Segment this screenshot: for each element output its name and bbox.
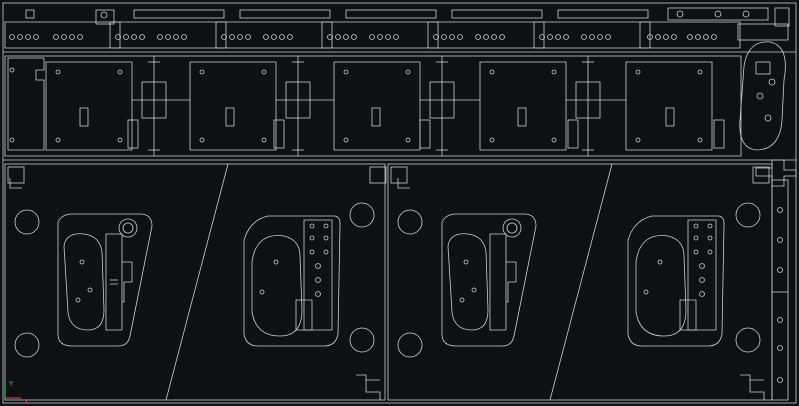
upper-row-parts [4,7,790,49]
ucs-axis-indicator: Y X [4,380,29,406]
y-axis-label: Y [8,380,14,388]
bracket-feature [737,23,789,41]
lower-panel-left [4,163,387,401]
tab-feature [239,9,331,19]
upper-hole-pattern [9,10,750,40]
middle-small-holes [9,67,703,143]
tab-feature [25,9,35,19]
middle-row-parts [7,56,725,156]
middle-part [45,61,133,151]
tab-feature [667,7,769,21]
tab-feature [133,9,225,19]
right-vertical-strip [755,159,797,401]
x-axis-label: X [24,398,29,406]
middle-part [7,57,45,151]
tab-feature [345,9,437,19]
middle-part [479,61,567,151]
tab-feature [451,9,543,19]
upper-part [639,21,741,49]
lower-panel-right [387,163,773,401]
middle-part [333,61,421,151]
bracket-feature [95,9,115,25]
middle-part [189,61,277,151]
middle-part [625,61,713,151]
curved-end-part [739,41,786,151]
tab-feature [557,9,649,19]
tab-feature [774,7,790,27]
